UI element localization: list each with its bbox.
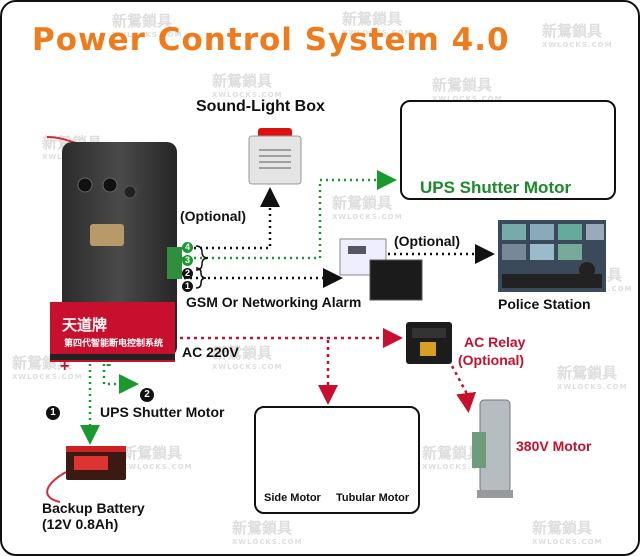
optional-label-2: (Optional): [394, 233, 461, 249]
side-motor-label: Side Motor: [264, 492, 321, 504]
minus-terminal: -: [106, 356, 112, 373]
marker-2-ups: 2: [140, 388, 154, 402]
ac-relay-label: AC Relay: [464, 334, 526, 350]
marker-4: 4: [182, 242, 193, 253]
tubular-motor-label: Tubular Motor: [336, 492, 410, 504]
gsm-alarm-label: GSM Or Networking Alarm: [186, 294, 362, 310]
ups-shutter-motor-label: UPS Shutter Motor: [420, 178, 572, 197]
plus-terminal: +: [60, 358, 70, 375]
police-station-label: Police Station: [498, 296, 591, 312]
page-title: Power Control System 4.0: [32, 22, 510, 58]
marker-3: 3: [182, 255, 193, 266]
police-station-image: [498, 220, 606, 292]
marker-2: 2: [182, 268, 193, 279]
controller-device: [50, 142, 182, 362]
ups-shutter-motor-2-label: UPS Shutter Motor: [100, 404, 225, 420]
gsm-alarm-image: [339, 238, 423, 301]
motor-380v-image: [472, 399, 513, 498]
optional-label-1: (Optional): [180, 208, 247, 224]
connector-ups-shutter: [182, 170, 397, 260]
backup-battery-label: Backup Battery: [42, 500, 145, 516]
marker-1-battery: 1: [46, 406, 60, 420]
sound-light-box-label: Sound-Light Box: [196, 98, 325, 115]
battery-image: [46, 446, 126, 503]
ac-relay-image: [406, 322, 452, 364]
motors-box: [254, 406, 420, 514]
marker-1: 1: [182, 281, 193, 292]
motor-380v-label: 380V Motor: [516, 438, 592, 454]
battery-spec-label: (12V 0.8Ah): [42, 516, 119, 532]
connector-ups-shutter-2: [102, 364, 139, 394]
connector-380v-motor: [450, 365, 477, 413]
device-subtitle: 第四代智能断电控制系统: [64, 339, 164, 349]
ac-220v-label: AC 220V: [182, 344, 239, 360]
device-brand: 天道牌: [62, 316, 108, 334]
ac-relay-optional-label: (Optional): [458, 352, 525, 368]
sound-light-box: [248, 128, 302, 185]
ups-shutter-motor-box: [400, 100, 616, 200]
